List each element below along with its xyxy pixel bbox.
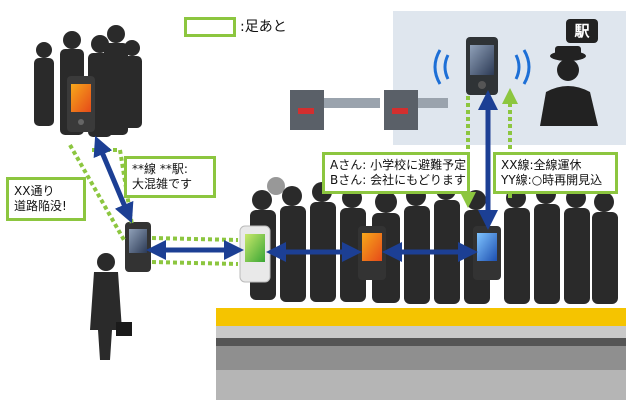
operation-callout-line: XX線:全線運休 [501,158,610,173]
people-callout-line: Aさん: 小学校に避難予定 [330,158,462,173]
congestion-callout-line: **線 **駅: [132,162,208,177]
phone-icon [125,222,151,272]
street-phone-icon [67,76,95,132]
road-callout: XX通り 道路陥没! [6,177,86,221]
station-label: 駅 [566,19,598,43]
people-callout-line: Bさん: 会社にもどります [330,173,462,188]
phone-icon [473,226,501,280]
congestion-callout: **線 **駅: 大混雑です [124,156,216,198]
crowd-silhouette-icon [250,180,618,304]
legend-swatch [184,17,236,37]
road-callout-line: 道路陥没! [14,199,78,214]
phone-icon [240,226,270,282]
operation-callout-line: YY線:○時再開見込 [501,173,610,188]
people-callout: Aさん: 小学校に避難予定 Bさん: 会社にもどります [322,152,470,194]
phone-icon [358,226,386,280]
platform [216,308,626,400]
road-callout-line: XX通り [14,184,78,199]
station-phone-icon [466,37,498,95]
congestion-callout-line: 大混雑です [132,177,208,192]
legend-label: :足あと [240,17,287,37]
operation-callout: XX線:全線運休 YY線:○時再開見込 [493,152,618,194]
